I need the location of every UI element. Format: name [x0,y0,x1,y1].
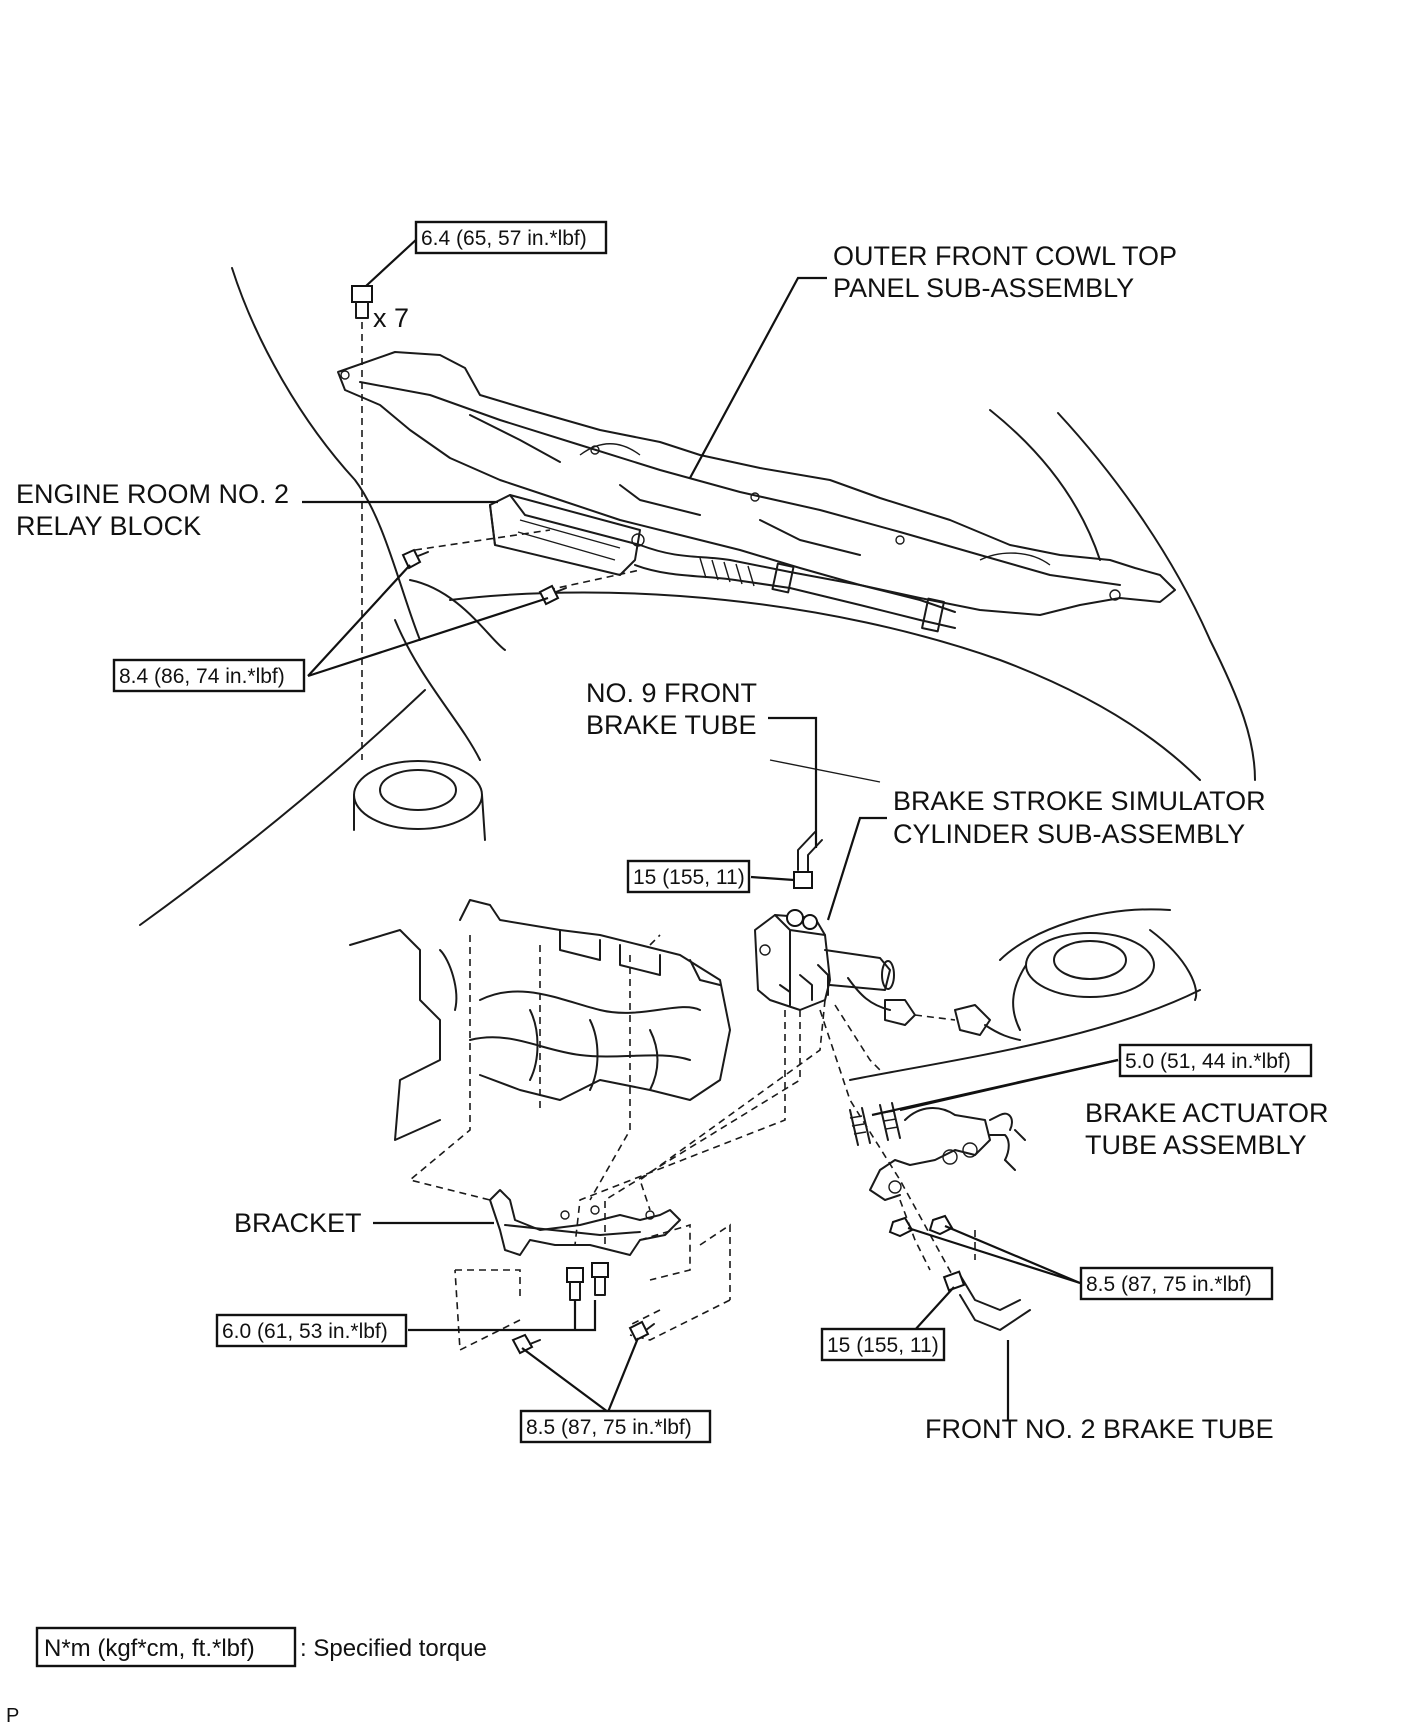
vehicle-body-outline [139,267,1256,1081]
label-outer-cowl-line1: OUTER FRONT COWL TOP [833,241,1177,271]
torque-box-nuts [1079,1266,1274,1301]
torque-relay-block-bolts: 8.4 (86, 74 in.*lbf) [119,665,285,688]
leader-lines [302,237,1119,1420]
label-no9-tube-line1: NO. 9 FRONT [586,678,757,708]
label-no9-tube-line2: BRAKE TUBE [586,710,757,740]
legend-text: : Specified torque [300,1635,487,1662]
torque-actuator-nuts: 8.5 (87, 75 in.*lbf) [1086,1273,1252,1296]
label-simulator-line1: BRAKE STROKE SIMULATOR [893,786,1266,816]
torque-no9-tube-union: 15 (155, 11) [633,866,745,889]
no9-brake-tube [793,831,823,889]
label-quantity: x 7 [373,303,409,333]
torque-front-no2-union: 15 (155, 11) [827,1334,939,1357]
legend-box [35,1626,297,1668]
part-labels: OUTER FRONT COWL TOP PANEL SUB-ASSEMBLY … [16,241,1329,1444]
brake-actuator-tube [869,1107,1031,1331]
brake-stroke-simulator [754,909,1021,1041]
label-actuator-tube-line1: BRAKE ACTUATOR [1085,1098,1329,1128]
torque-actuator-studs: 5.0 (51, 44 in.*lbf) [1125,1050,1291,1073]
footer-code: P [6,1705,19,1727]
relay-block [489,494,645,576]
fasteners [351,285,966,1355]
label-outer-cowl-line2: PANEL SUB-ASSEMBLY [833,273,1134,303]
label-simulator-line2: CYLINDER SUB-ASSEMBLY [893,819,1245,849]
torque-box-bracket-lower [519,1409,712,1444]
torque-box-cowl [414,220,608,255]
torque-bracket-bolts: 6.0 (61, 53 in.*lbf) [222,1320,388,1343]
torque-box-no9 [626,859,751,894]
torque-box-front-no2 [820,1327,946,1362]
torque-bracket-lower-bolts: 8.5 (87, 75 in.*lbf) [526,1416,692,1439]
torque-specs: 6.4 (65, 57 in.*lbf) 8.4 (86, 74 in.*lbf… [112,220,1313,1444]
torque-cowl-bolts: 6.4 (65, 57 in.*lbf) [421,227,587,250]
assembly-lines [361,322,976,1352]
strut-tower-right [1012,932,1155,1031]
strut-tower-left [353,760,486,841]
legend: N*m (kgf*cm, ft.*lbf) : Specified torque [35,1626,487,1668]
label-relay-block-line1: ENGINE ROOM NO. 2 [16,479,289,509]
torque-box-studs [1118,1043,1313,1078]
legend-unit: N*m (kgf*cm, ft.*lbf) [44,1635,255,1662]
label-relay-block-line2: RELAY BLOCK [16,511,201,541]
bracket-part [489,1189,681,1256]
outer-front-cowl-top-panel [337,351,1176,616]
label-front-no2-tube: FRONT NO. 2 BRAKE TUBE [925,1414,1274,1444]
wire-harness [634,544,956,633]
label-actuator-tube-line2: TUBE ASSEMBLY [1085,1130,1307,1160]
torque-box-bracket [215,1313,408,1348]
label-bracket: BRACKET [234,1208,362,1238]
torque-box-relay [112,658,306,693]
engine-block [349,899,731,1141]
